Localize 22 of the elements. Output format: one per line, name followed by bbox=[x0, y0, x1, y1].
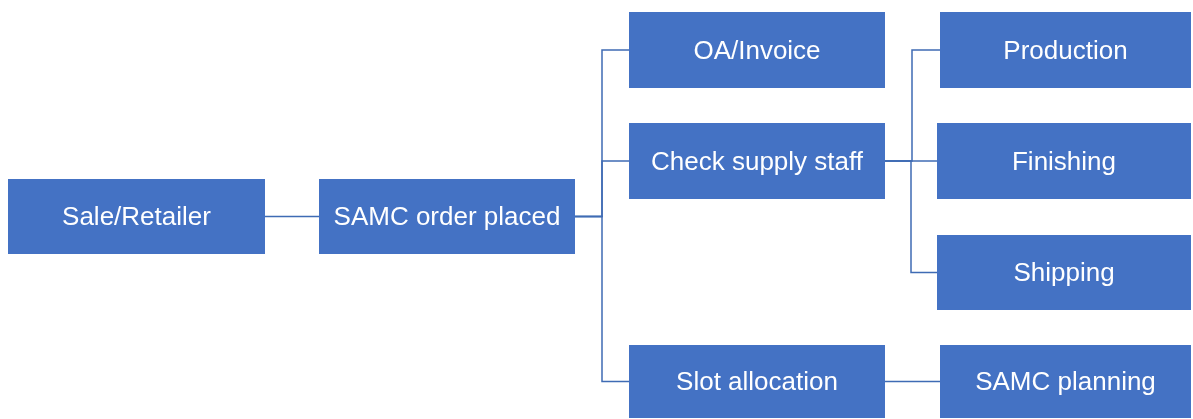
process-box bbox=[940, 12, 1191, 88]
box-label: Finishing bbox=[1011, 144, 1117, 178]
process-box bbox=[629, 345, 885, 418]
box-label: Production bbox=[1003, 33, 1128, 67]
box-label: Sale/Retailer bbox=[62, 200, 211, 233]
box-label: OA/Invoice bbox=[693, 33, 821, 67]
box-label: Shipping bbox=[1013, 256, 1115, 289]
connector-line bbox=[264, 215, 320, 218]
box-label: SAMC order placed bbox=[333, 200, 561, 233]
connector-line bbox=[574, 215, 630, 383]
connector-line bbox=[884, 160, 938, 274]
process-box bbox=[319, 179, 575, 254]
process-box bbox=[940, 345, 1191, 418]
process-box bbox=[629, 12, 885, 88]
process-box bbox=[629, 123, 885, 199]
process-box bbox=[937, 235, 1191, 310]
process-box bbox=[937, 123, 1191, 199]
box-label: SAMC planning bbox=[975, 365, 1156, 398]
box-label: Slot allocation bbox=[676, 365, 838, 398]
connector-line bbox=[884, 380, 941, 383]
box-label: Check supply staff bbox=[651, 144, 863, 178]
process-box bbox=[8, 179, 265, 254]
